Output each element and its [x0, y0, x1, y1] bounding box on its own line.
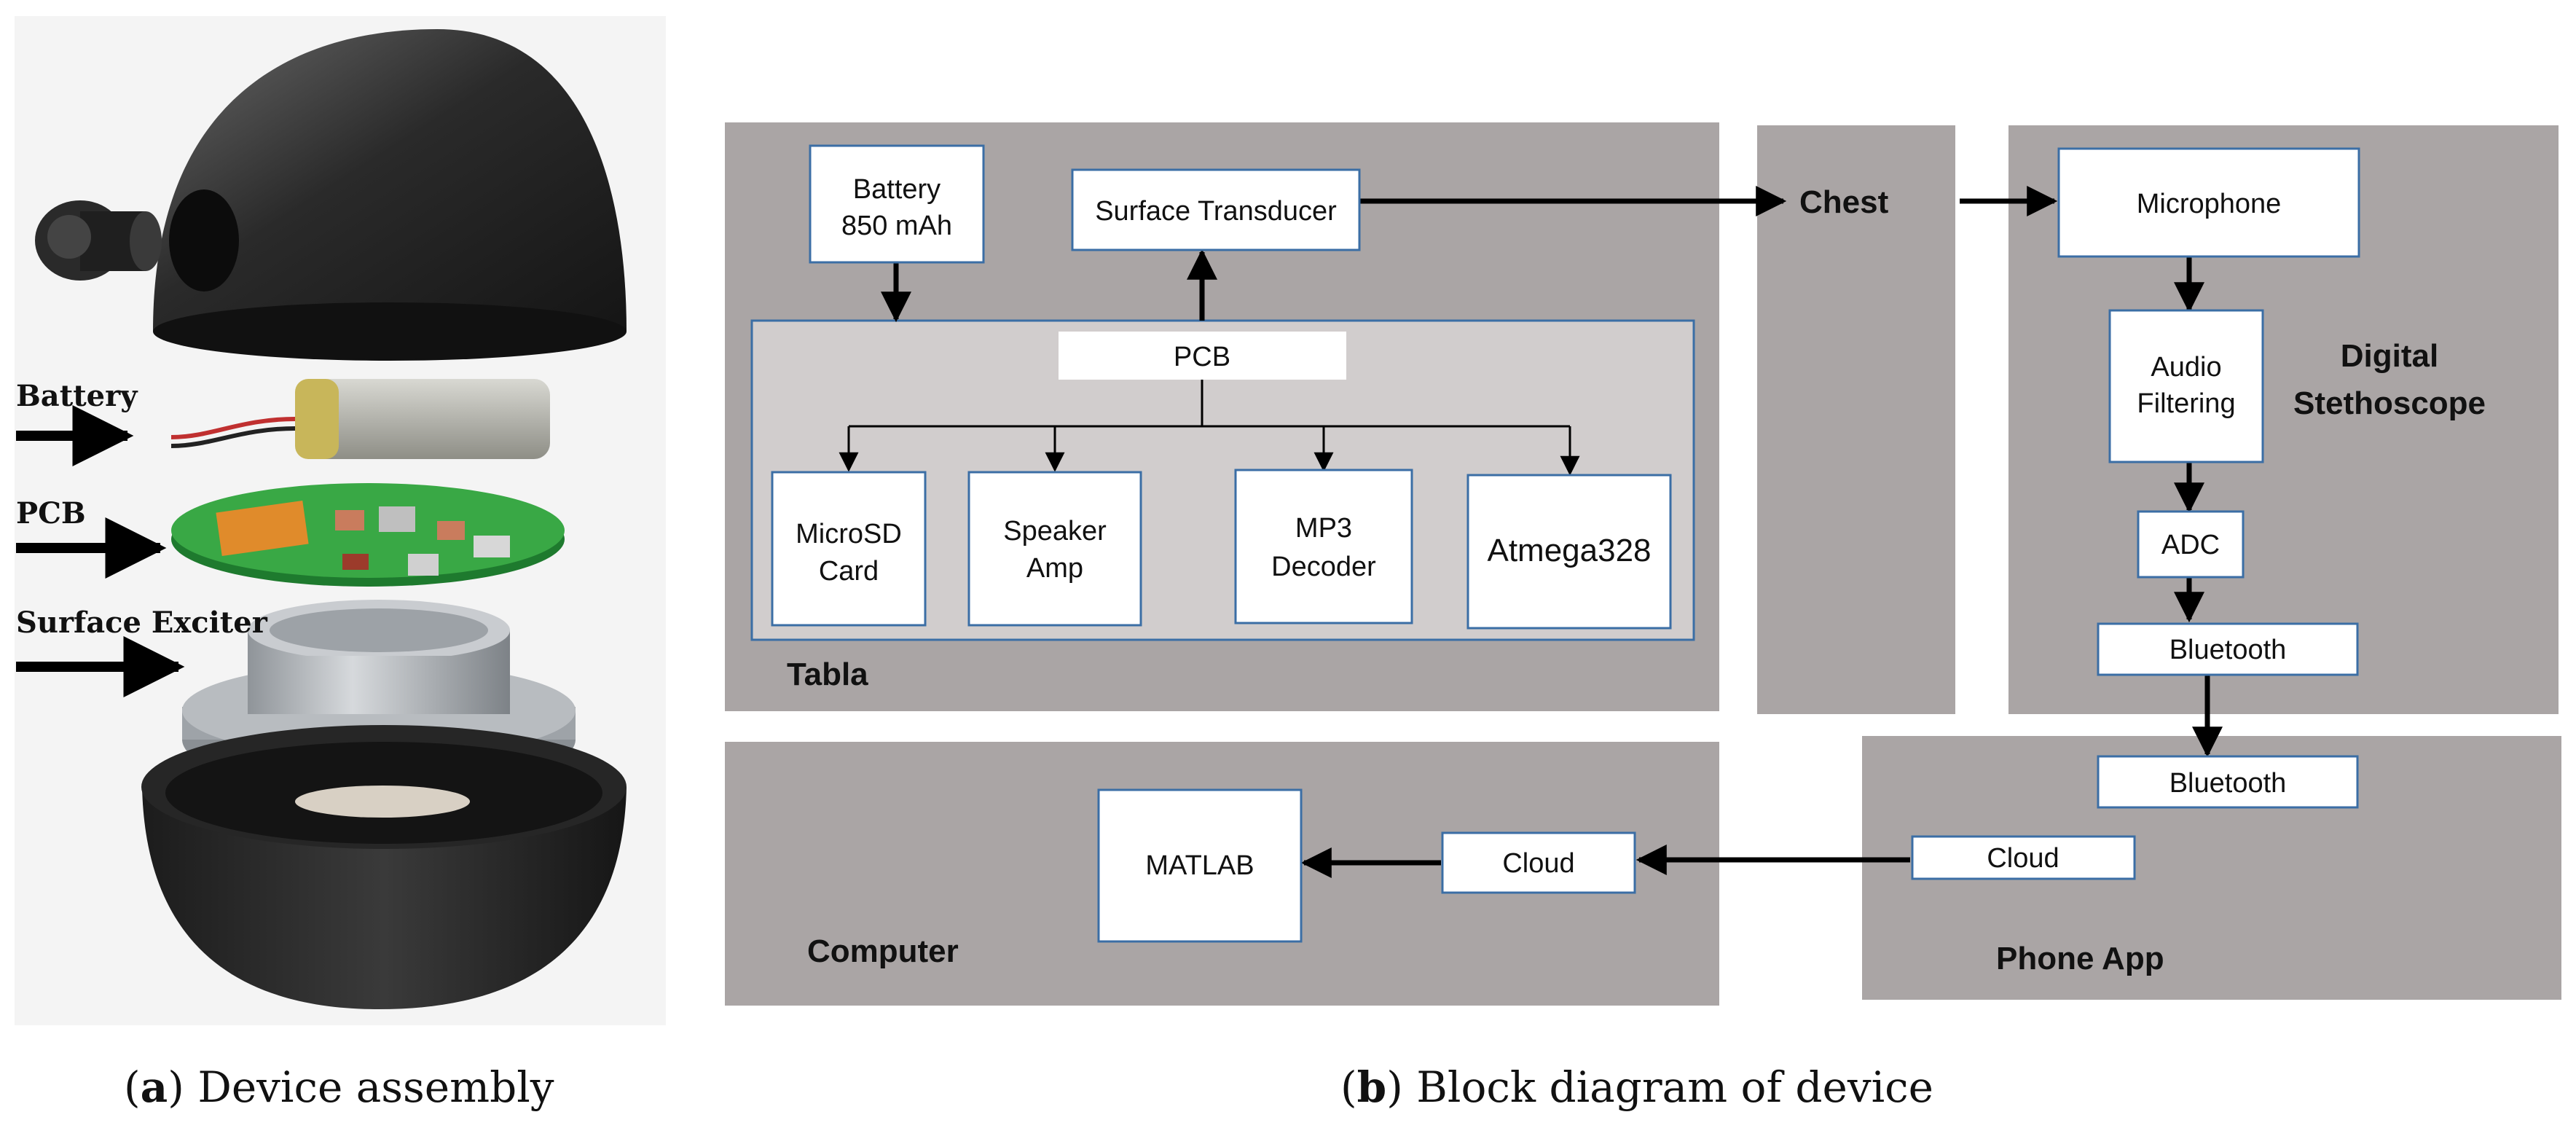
caption-a: (a) Device assembly: [124, 1062, 554, 1112]
section-label-computer: Computer: [807, 933, 959, 969]
svg-text:850 mAh: 850 mAh: [841, 211, 952, 241]
svg-text:Bluetooth: Bluetooth: [2169, 768, 2287, 799]
side-plug: [35, 200, 162, 281]
section-label-phone-app: Phone App: [1996, 941, 2164, 976]
caption-a-text: (a) Device assembly: [124, 1062, 554, 1112]
svg-text:Cloud: Cloud: [1502, 848, 1574, 879]
device-assembly-illustration: Battery PCB Surface Exciter: [15, 16, 666, 1025]
label-pcb: PCB: [16, 496, 86, 530]
top-dome-shell: [153, 29, 627, 332]
flow-arrows: [881, 186, 2223, 878]
box-cloud-computer: Cloud: [1441, 831, 1636, 894]
section-label-stethoscope: Stethoscope: [2293, 385, 2486, 421]
box-speaker-amp: Speaker Amp: [967, 471, 1142, 627]
svg-text:Amp: Amp: [1026, 553, 1083, 584]
top-dome-rim: [153, 302, 627, 361]
svg-text:Card: Card: [819, 556, 879, 587]
svg-text:Atmega328: Atmega328: [1487, 533, 1651, 568]
box-microphone: Microphone: [2057, 147, 2360, 258]
svg-text:MATLAB: MATLAB: [1145, 850, 1254, 881]
box-surface-transducer: Surface Transducer: [1071, 168, 1361, 251]
section-label-digital: Digital: [2341, 338, 2438, 374]
svg-text:Cloud: Cloud: [1987, 843, 2059, 874]
block-diagram: Tabla Chest Digital Stethoscope Computer…: [725, 122, 2561, 1006]
svg-text:MicroSD: MicroSD: [796, 519, 902, 549]
svg-text:Microphone: Microphone: [2137, 189, 2282, 219]
svg-text:MP3: MP3: [1295, 513, 1352, 544]
svg-text:Decoder: Decoder: [1271, 552, 1376, 582]
svg-text:Filtering: Filtering: [2137, 388, 2235, 419]
svg-text:PCB: PCB: [1174, 342, 1230, 372]
box-audio-filtering: Audio Filtering: [2108, 309, 2264, 463]
box-mp3-decoder: MP3 Decoder: [1234, 469, 1413, 624]
section-label-tabla: Tabla: [787, 657, 868, 692]
box-pcb: PCB: [1059, 332, 1346, 380]
svg-text:Audio: Audio: [2151, 352, 2221, 383]
label-battery: Battery: [16, 379, 138, 413]
box-cloud-phone: Cloud: [1911, 835, 2136, 880]
svg-text:Speaker: Speaker: [1003, 516, 1107, 547]
box-bluetooth-stethoscope: Bluetooth: [2097, 622, 2359, 676]
dome-port-hole: [169, 189, 239, 291]
svg-text:ADC: ADC: [2161, 530, 2220, 560]
caption-b-text: (b) Block diagram of device: [1340, 1062, 1933, 1112]
svg-text:Bluetooth: Bluetooth: [2169, 635, 2287, 665]
svg-text:Surface Transducer: Surface Transducer: [1095, 196, 1337, 227]
pcb-board: [171, 483, 565, 587]
pcb-connectors: [839, 379, 1580, 476]
box-bluetooth-phone: Bluetooth: [2097, 755, 2359, 809]
box-atmega328: Atmega328: [1466, 474, 1672, 630]
label-surface-exciter: Surface Exciter: [16, 606, 268, 640]
svg-text:Battery: Battery: [853, 174, 941, 205]
section-label-chest: Chest: [1799, 184, 1889, 220]
box-microsd-card: MicroSD Card: [771, 471, 927, 627]
box-adc: ADC: [2137, 510, 2245, 579]
box-battery: Battery 850 mAh: [809, 144, 985, 264]
caption-b: (b) Block diagram of device: [1340, 1062, 1933, 1112]
panel-chest: [1757, 125, 1955, 714]
battery-cell: [170, 379, 550, 459]
box-matlab: MATLAB: [1097, 788, 1303, 943]
base-housing: [141, 725, 627, 1009]
